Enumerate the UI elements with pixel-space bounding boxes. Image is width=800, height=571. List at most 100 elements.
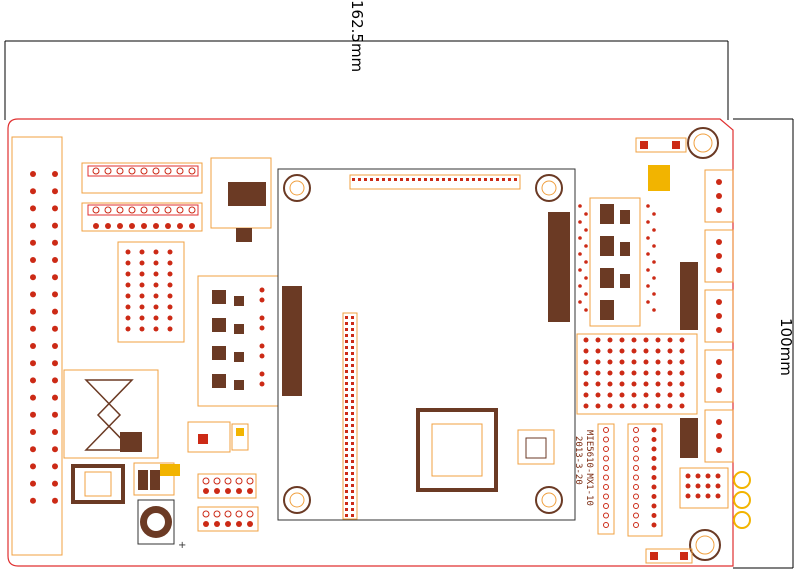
pad: [259, 287, 265, 293]
pad: [716, 419, 722, 425]
pad: [715, 473, 721, 479]
pad: [214, 521, 220, 527]
pad: [651, 437, 657, 442]
pad: [259, 371, 265, 377]
pad: [351, 394, 354, 397]
pad: [259, 353, 265, 359]
pad: [633, 465, 639, 471]
pad: [667, 337, 673, 343]
som-top-connector-pads: [352, 178, 517, 181]
pad: [224, 510, 232, 518]
pad: [345, 328, 348, 331]
pad: [125, 326, 131, 332]
pad: [52, 480, 58, 487]
pad: [345, 460, 348, 463]
pad: [705, 493, 711, 499]
som-module: [277, 168, 576, 521]
pad: [30, 222, 36, 229]
pad: [716, 373, 722, 379]
pad: [633, 512, 639, 519]
pad: [652, 292, 656, 296]
pad: [607, 392, 613, 398]
pad: [607, 359, 613, 365]
pad: [351, 376, 354, 379]
pad: [92, 206, 100, 214]
pad: [188, 167, 196, 175]
pad: [619, 381, 625, 387]
pad: [351, 436, 354, 439]
pad: [129, 223, 135, 229]
pad: [225, 521, 231, 527]
regulator: [187, 421, 249, 453]
pad: [52, 377, 58, 384]
pad: [140, 206, 148, 214]
pad: [351, 460, 354, 463]
pad: [633, 427, 639, 433]
edge-connector-pads: [30, 171, 58, 504]
pad: [140, 167, 148, 175]
pad: [655, 337, 661, 343]
mounting-hole-icon: [535, 486, 563, 514]
pad: [643, 337, 649, 343]
pad: [578, 252, 582, 256]
pad: [578, 236, 582, 240]
pad: [153, 315, 159, 321]
pad: [52, 360, 58, 367]
pad: [679, 403, 685, 409]
pad: [643, 359, 649, 365]
pad: [30, 480, 36, 487]
pad: [651, 522, 657, 528]
pad: [351, 400, 354, 403]
right-connector-pads: [578, 179, 722, 453]
pad: [345, 436, 348, 439]
pad: [460, 178, 463, 181]
pad: [153, 271, 159, 277]
pad: [247, 488, 253, 494]
pad: [351, 322, 354, 325]
pad: [259, 297, 265, 303]
pad: [212, 346, 226, 360]
pad: [52, 429, 58, 435]
pad: [167, 315, 173, 321]
pad: [651, 475, 657, 480]
pad: [30, 497, 36, 504]
lower-right-header-pads: [603, 427, 657, 528]
pad: [607, 381, 613, 387]
pad: [30, 325, 36, 332]
pad: [603, 436, 609, 443]
height-dimension-label: 100mm: [777, 318, 795, 376]
pad: [631, 337, 637, 343]
pad: [351, 496, 354, 499]
pad: [117, 223, 123, 229]
pad: [578, 300, 582, 304]
pad: [496, 178, 499, 181]
usb-connector: [133, 462, 180, 496]
pad: [30, 205, 36, 212]
pad: [213, 477, 221, 485]
pad: [667, 348, 673, 354]
pad: [679, 370, 685, 376]
pad: [412, 178, 415, 181]
pad: [125, 315, 131, 321]
pad: [202, 510, 210, 518]
pin-header-top-1: [81, 162, 203, 194]
pad: [715, 483, 721, 489]
pad: [351, 466, 354, 469]
pad: [652, 244, 656, 248]
pad: [139, 271, 145, 277]
pad: [619, 403, 625, 409]
pad: [646, 220, 650, 224]
pad: [667, 359, 673, 365]
pad: [652, 276, 656, 280]
pad: [679, 348, 685, 354]
pad: [351, 358, 354, 361]
pad: [484, 178, 487, 181]
pad: [607, 403, 613, 409]
pad: [651, 503, 657, 509]
pad: [30, 308, 36, 315]
pad: [345, 400, 348, 403]
pad-grid-right: [576, 333, 698, 415]
pad: [167, 249, 173, 255]
pad: [351, 334, 354, 337]
pad: [167, 293, 173, 299]
